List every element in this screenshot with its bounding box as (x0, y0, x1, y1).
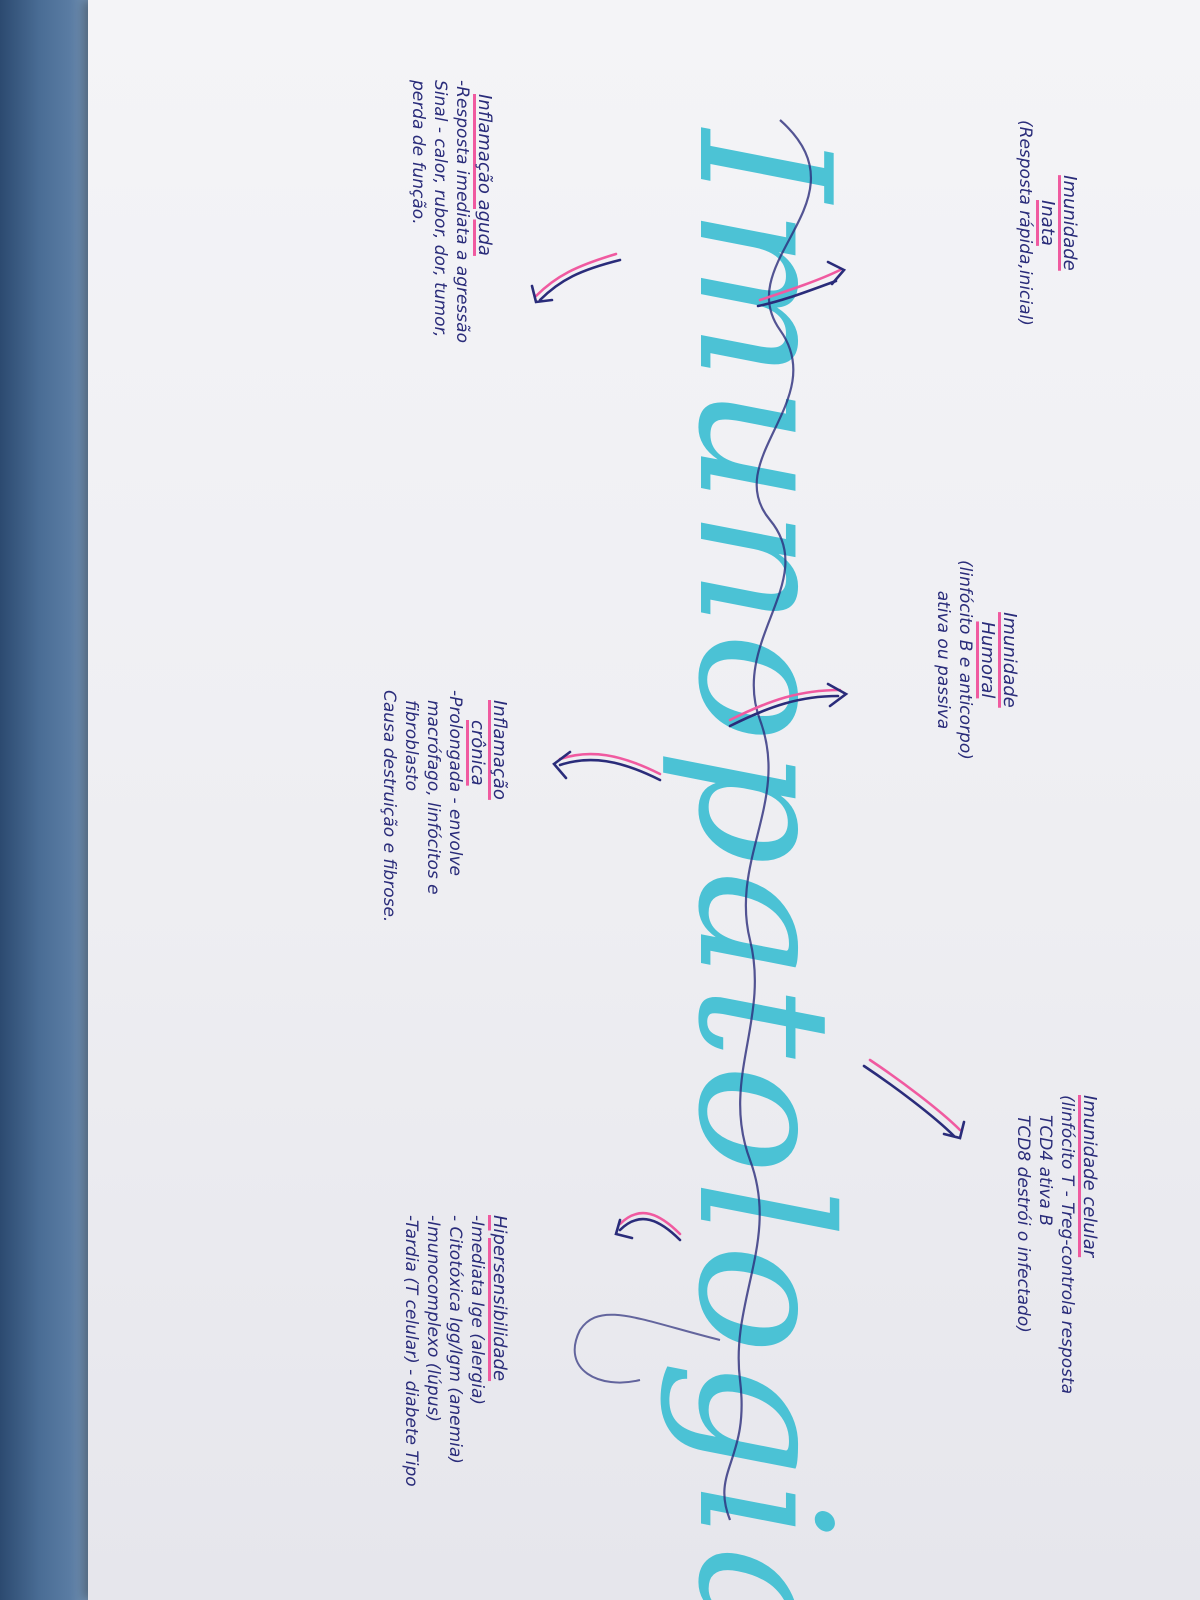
note-imunidade-humoral: Imunidade Humoral (linfócito B e anticor… (932, 560, 1020, 760)
note-aguda-line-1: Inflamação aguda (474, 94, 495, 256)
note-hiper-line-4: -Imunocomplexo (lúpus) (423, 1215, 443, 1422)
note-inflamacao-cronica: Inflamação crônica -Prolongada - envolve… (378, 690, 510, 922)
note-celular-line-2: (linfócito T - Treg-controla resposta (1057, 1095, 1077, 1395)
note-imunidade-inata: Imunidade Inata (Resposta rápida,inicial… (1014, 120, 1080, 326)
note-hiper-line-5: -Tardia (T celular) - diabete Tipo (401, 1215, 421, 1487)
note-imunidade-celular: Imunidade celular (linfócito T - Treg-co… (1012, 1095, 1100, 1394)
note-inata-line-1: Imunidade (1059, 175, 1080, 271)
note-hipersensibilidade: Hipersensibilidade -Imediata Ige (alergi… (400, 1215, 510, 1487)
note-cronica-line-1: Inflamação (489, 700, 510, 800)
note-aguda-line-2: -Resposta imediata a agressão (452, 80, 472, 343)
note-hiper-line-3: - Citotóxica Igg/Igm (anemia) (445, 1215, 465, 1464)
note-hiper-line-2: -Imediata Ige (alergia) (467, 1215, 487, 1406)
note-humoral-line-2: Humoral (977, 621, 998, 699)
note-aguda-line-3: Sinal - calor, rubor, dor, tumor, (430, 80, 450, 338)
note-cronica-line-3: -Prolongada - envolve (445, 690, 465, 876)
note-aguda-line-4: perda de função. (408, 80, 428, 225)
note-inata-line-2: Inata (1037, 200, 1058, 246)
note-cronica-line-6: Causa destruição e fibrose. (379, 690, 399, 923)
note-celular-line-3: TCD4 ativa B (1035, 1115, 1055, 1226)
note-cronica-line-5: fibroblasto (401, 700, 421, 792)
note-inflamacao-aguda: Inflamação aguda -Resposta imediata a ag… (407, 80, 495, 343)
title-ink-trace (573, 119, 813, 1521)
note-celular-line-4: TCD8 destrói o infectado) (1013, 1115, 1033, 1333)
note-hiper-line-1: Hipersensibilidade (489, 1215, 510, 1382)
note-cronica-line-2: crônica (467, 720, 488, 786)
note-cronica-line-4: macrófago, linfócitos e (423, 700, 443, 895)
poster-content: Imunopatologia (88, 0, 1200, 1600)
note-inata-line-3: (Resposta rápida,inicial) (1015, 120, 1035, 326)
connector-arrows (530, 252, 966, 1242)
note-humoral-line-3: (linfócito B e anticorpo) (955, 560, 975, 760)
note-celular-line-1: Imunidade celular (1079, 1095, 1100, 1258)
poster-sheet: Imunopatologia (88, 0, 1200, 1600)
note-humoral-line-4: ativa ou passiva (933, 590, 953, 730)
note-humoral-line-1: Imunidade (999, 612, 1020, 708)
